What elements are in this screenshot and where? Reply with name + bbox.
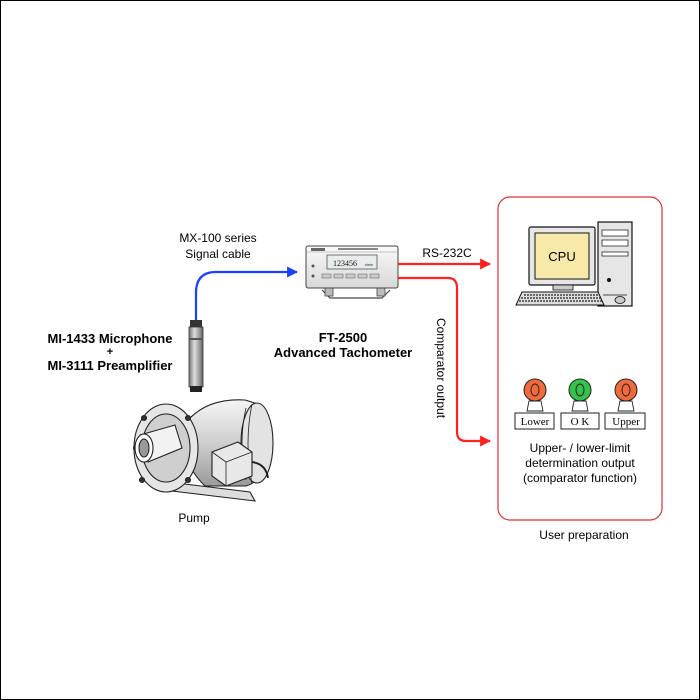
determination-label-line1: Upper- / lower-limit (530, 441, 631, 455)
determination-label-line2: determination output (525, 456, 635, 470)
cable-label-line1: MX-100 series (179, 231, 256, 245)
tachometer-display-value: 123456 (333, 259, 357, 268)
cable-label-line2: Signal cable (185, 247, 251, 261)
lamp-ok-label: O K (571, 416, 590, 428)
tachometer-icon (305, 245, 399, 299)
tachometer-model: FT-2500 (319, 330, 367, 345)
signal-cable (194, 266, 299, 322)
microphone-label-line2: + (107, 346, 113, 358)
microphone-icon (188, 320, 204, 392)
user-preparation-caption: User preparation (539, 528, 628, 542)
lamp-upper (604, 378, 646, 430)
computer-screen-label: CPU (548, 249, 575, 264)
determination-label-line3: (comparator function) (523, 471, 637, 485)
pump-icon (132, 399, 274, 502)
user-preparation-box (497, 196, 663, 521)
microphone-label-line1: MI-1433 Microphone (48, 331, 173, 346)
tachometer-name: Advanced Tachometer (274, 345, 412, 360)
lamp-upper-label: Upper (612, 416, 640, 428)
lamp-lower-label: Lower (521, 416, 550, 428)
comparator-cable (398, 276, 492, 447)
microphone-label-line3: MI-3111 Preamplifier (47, 358, 172, 373)
lamp-lower (514, 378, 555, 430)
pump-label: Pump (178, 511, 210, 525)
computer-icon (515, 221, 633, 307)
rs232-label: RS-232C (422, 246, 472, 260)
comparator-label: Comparator output (434, 318, 448, 419)
tachometer-display-unit: r/min (365, 263, 373, 267)
lamp-ok (560, 378, 600, 430)
